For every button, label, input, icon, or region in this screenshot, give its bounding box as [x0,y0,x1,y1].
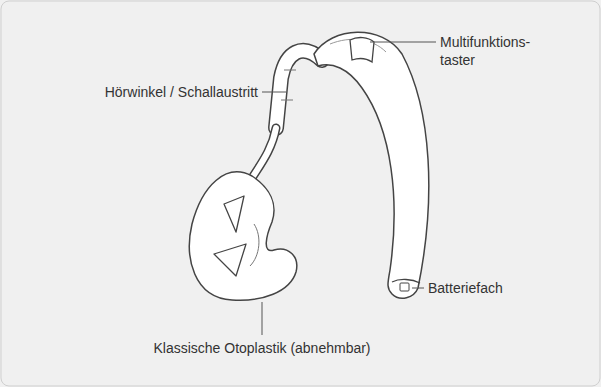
tube [252,128,276,178]
earmold-opening [224,196,244,232]
battery-compartment [392,279,420,283]
ear-hook [276,51,322,128]
leader-line [262,92,286,93]
hook-detail [281,70,296,100]
earmold-opening [214,244,246,276]
part-label: Batteriefach [428,279,503,297]
housing [314,32,429,298]
tube-outline [252,128,276,178]
battery-latch [400,283,409,291]
ear-hook-outline [276,51,322,128]
leader-line [262,302,263,335]
part-label: Multifunktions- taster [440,33,552,69]
leader-line [412,288,424,289]
part-label: Klassische Otoplastik (abnehmbar) [153,339,370,357]
leader-line [370,42,436,43]
multifunction-button [350,38,374,62]
part-label: Hörwinkel / Schallaustritt [105,83,258,101]
earmold [189,172,296,300]
earmold-contour [250,224,259,266]
